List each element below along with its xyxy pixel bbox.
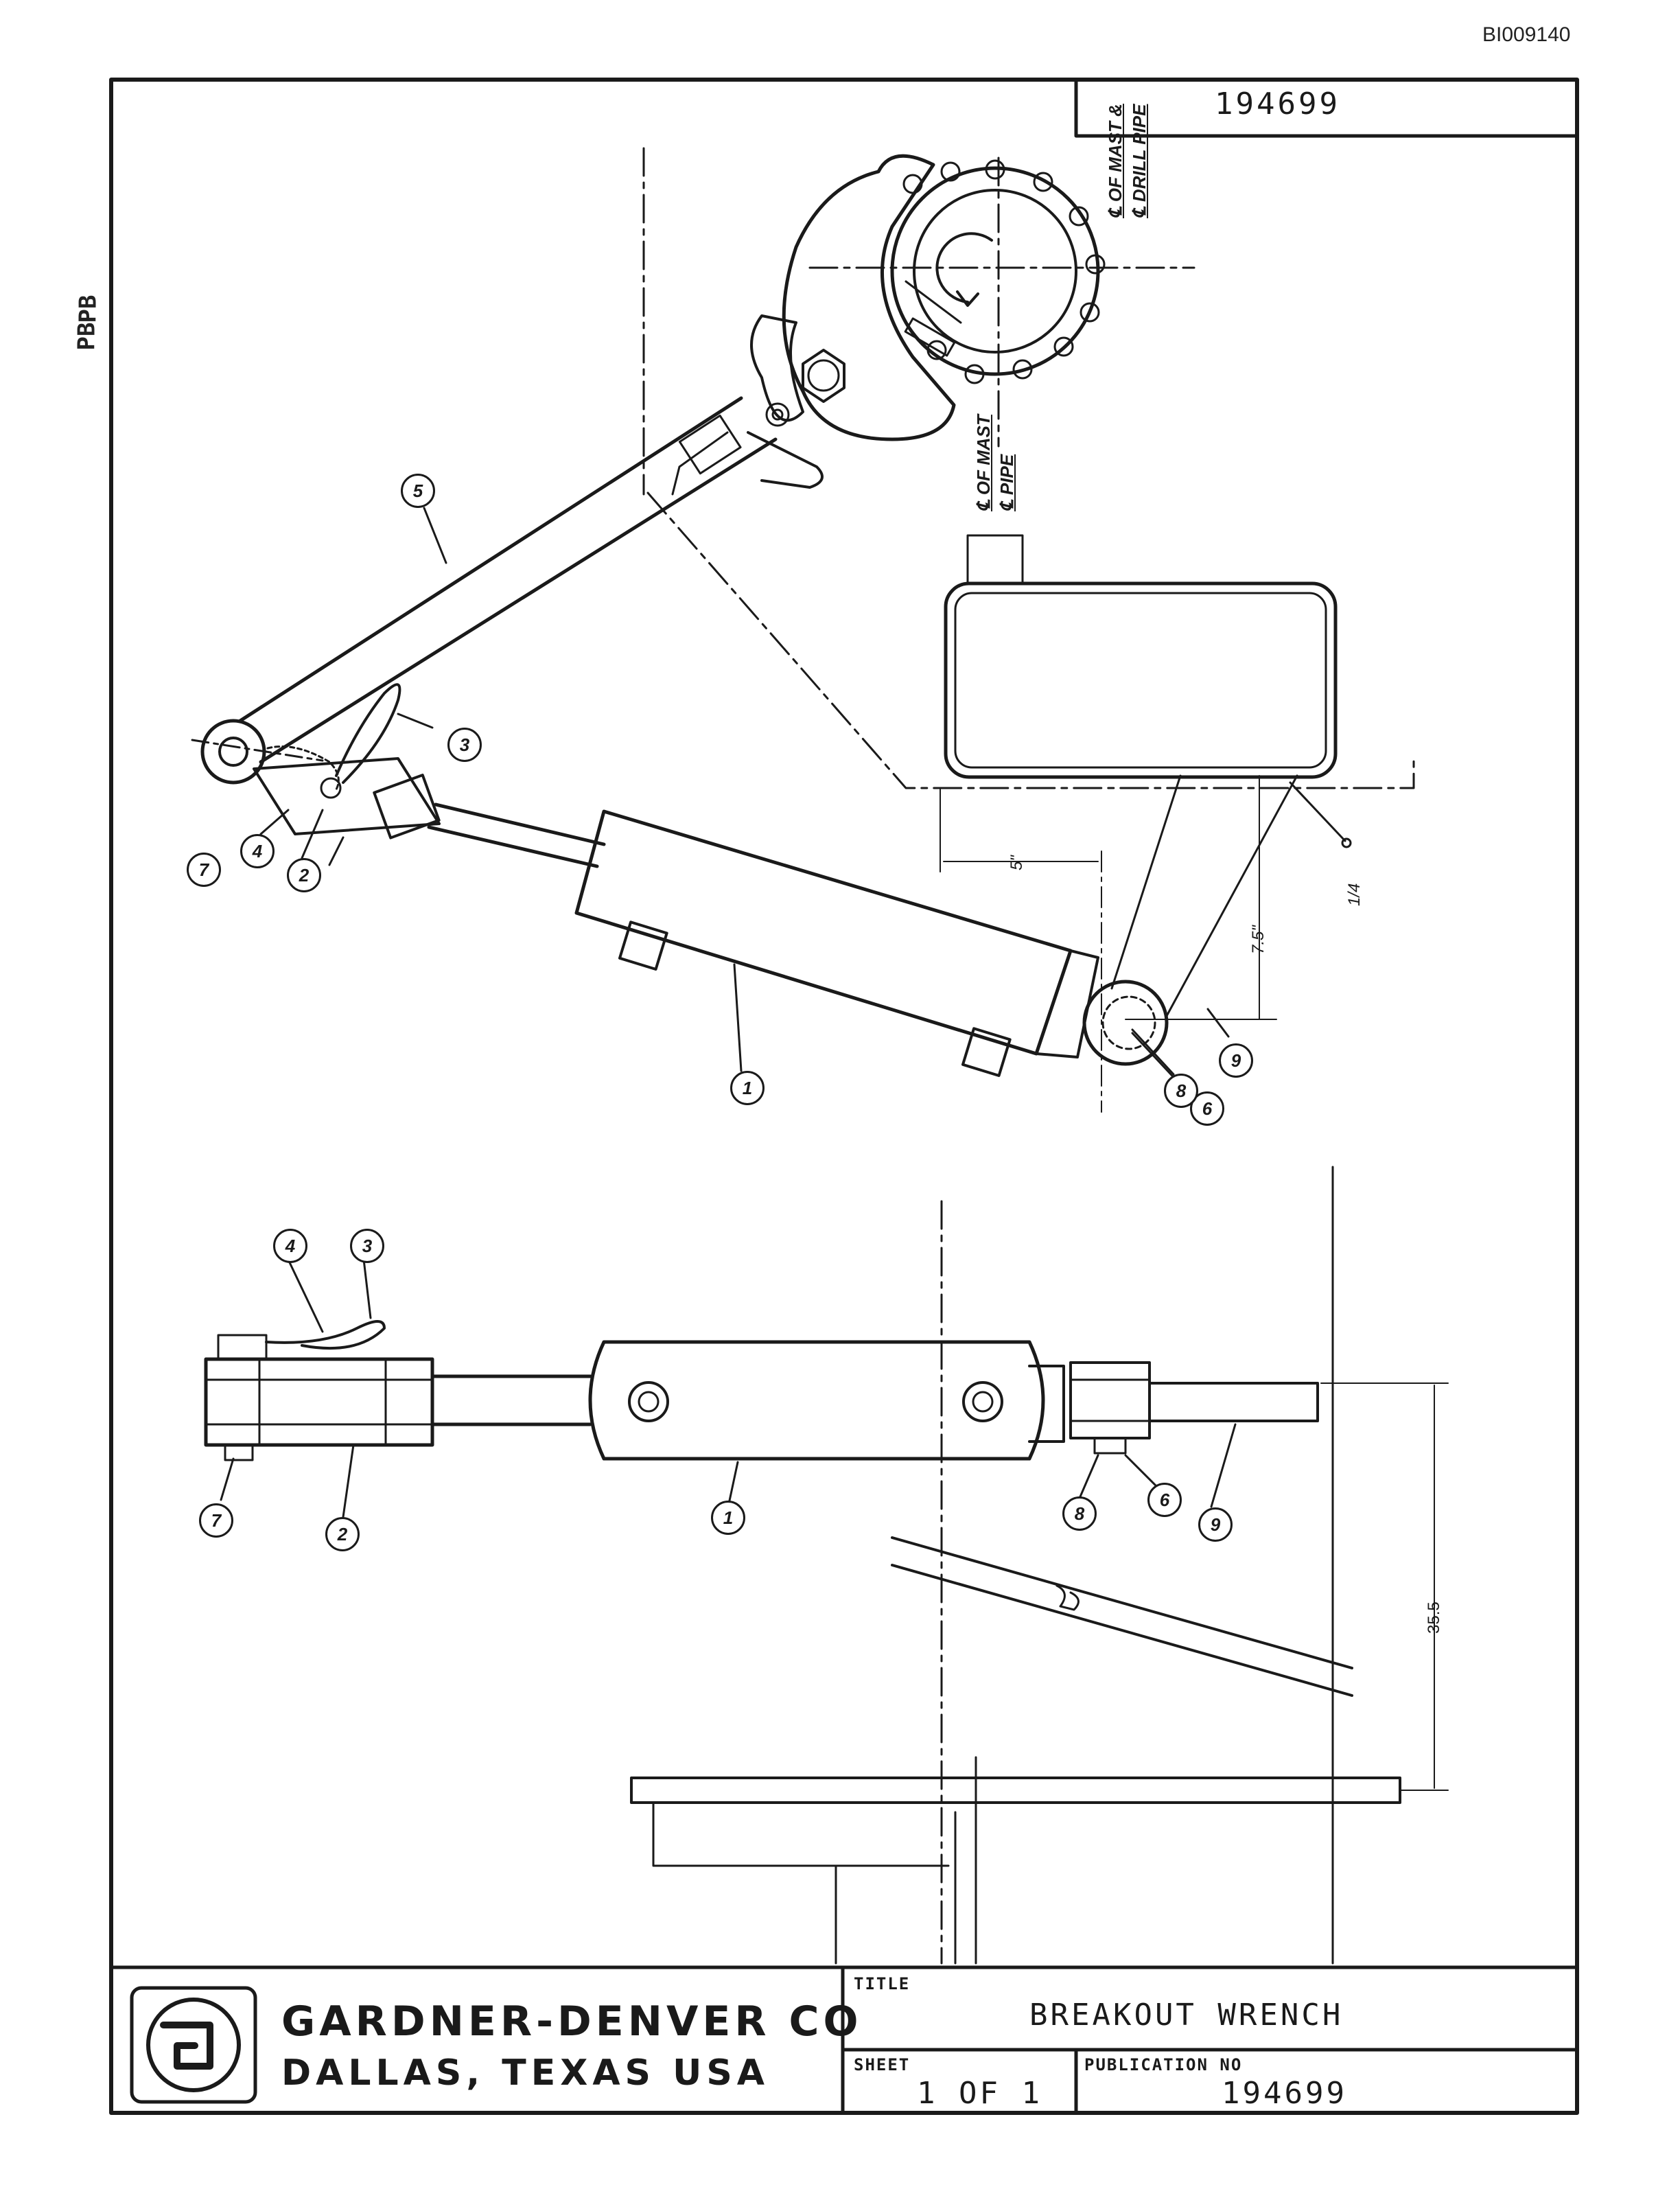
callout-bottom-9: 9 (1198, 1507, 1233, 1542)
callout-bottom-1: 1 (711, 1501, 745, 1535)
top-view (191, 147, 1415, 1113)
callout-bottom-3: 3 (350, 1229, 384, 1263)
document-id: BI009140 (1482, 23, 1571, 46)
cylinder-eye (1082, 980, 1169, 1066)
callout-bottom-4: 4 (273, 1229, 307, 1263)
hinge-bolt-icon (802, 349, 845, 403)
drawing-title: BREAKOUT WRENCH (1029, 1998, 1344, 2033)
chain-outline (890, 166, 1100, 376)
company-location: DALLAS, TEXAS USA (281, 2052, 770, 2094)
anchor-bracket (944, 581, 1338, 779)
callout-bottom-8: 8 (1062, 1496, 1097, 1531)
sheet-value: 1 OF 1 (917, 2076, 1042, 2111)
callout-top-9: 9 (1219, 1043, 1253, 1078)
callout-bottom-2: 2 (325, 1517, 360, 1551)
weld-symbol: 1/4 (1345, 883, 1364, 906)
title-block (109, 1965, 1579, 2115)
callout-bottom-6: 6 (1147, 1483, 1182, 1517)
clevis-end (204, 1357, 434, 1447)
note-mast-pipe-2: ℄ PIPE (996, 454, 1017, 511)
dim-35-5: 35.5 (1425, 1601, 1443, 1634)
cylinder-side (588, 1340, 1045, 1461)
title-label: TITLE (854, 1974, 911, 1993)
drawing-number-box (1074, 78, 1579, 138)
wrench-jaw (782, 154, 956, 441)
handle-eye (200, 719, 266, 785)
callout-top-6: 6 (1190, 1091, 1224, 1126)
callout-top-8: 8 (1164, 1074, 1198, 1108)
note-mast-drill-pipe-2: ℄ DRILL PIPE (1129, 104, 1150, 218)
callout-bottom-7: 7 (199, 1503, 233, 1538)
drill-pipe (913, 189, 1077, 354)
note-mast-drill-pipe-1: ℄ OF MAST & (1105, 104, 1125, 218)
callout-top-4: 4 (240, 834, 275, 868)
chain-links (902, 159, 1106, 384)
rod-clevis (253, 757, 441, 835)
note-mast-pipe-1: ℄ OF MAST (973, 415, 994, 511)
callout-top-5: 5 (401, 474, 435, 508)
gardner-denver-logo (130, 1986, 257, 2104)
bottom-view (204, 1166, 1449, 1965)
callout-top-1: 1 (730, 1071, 765, 1105)
publication-label: PUBLICATION NO (1084, 2055, 1243, 2074)
sheet-label: SHEET (854, 2055, 911, 2074)
drawing-number: 194699 (1215, 86, 1340, 121)
dim-5: 5" (1007, 855, 1026, 870)
callout-top-7: 7 (187, 853, 221, 887)
callout-top-2: 2 (287, 858, 321, 892)
publication-number: 194699 (1222, 2076, 1347, 2111)
callout-top-3: 3 (447, 728, 482, 762)
company-name: GARDNER-DENVER CO (281, 1998, 863, 2046)
dim-7-5: 7.5" (1249, 925, 1268, 954)
cylinder-body (574, 809, 1073, 1056)
floor-plate (630, 1777, 1401, 1804)
lanyard (335, 683, 401, 784)
